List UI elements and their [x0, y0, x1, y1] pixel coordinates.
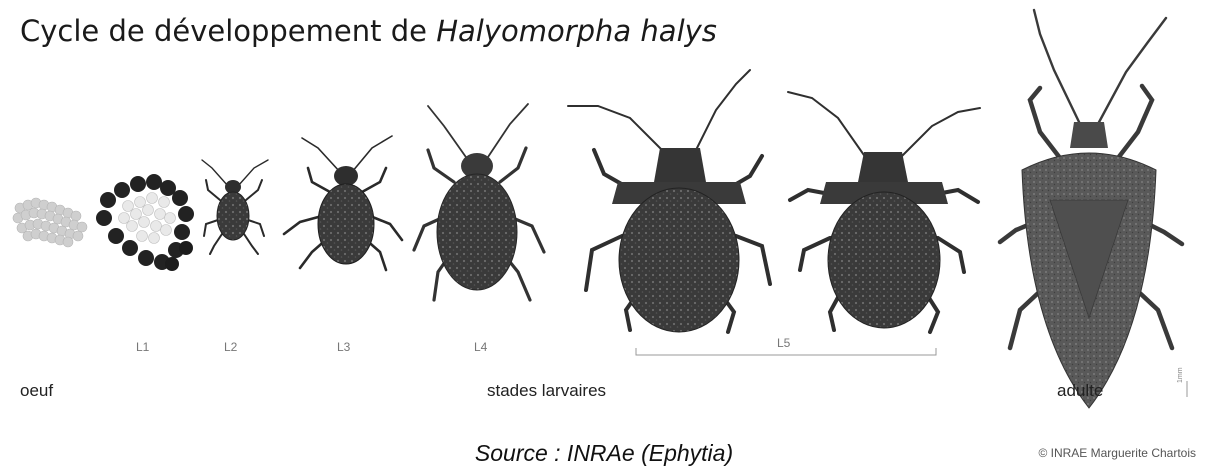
l5-nymph-late [788, 92, 980, 332]
label-l2: L2 [224, 340, 237, 354]
label-larval-stages: stades larvaires [487, 381, 606, 401]
l1-cluster [96, 174, 194, 271]
l2-nymph [202, 160, 268, 254]
label-l3: L3 [337, 340, 350, 354]
image-credit: © INRAE Marguerite Chartois [1038, 446, 1196, 460]
l3-nymph [284, 136, 402, 270]
label-l5: L5 [777, 336, 790, 350]
label-egg: oeuf [20, 381, 53, 401]
label-adult: adulte [1057, 381, 1103, 401]
egg-cluster [13, 198, 87, 247]
label-l1: L1 [136, 340, 149, 354]
l4-nymph [414, 104, 544, 300]
adult-bug [1000, 10, 1182, 408]
l5-nymph-dorsal [568, 70, 770, 332]
source-caption: Source : INRAe (Ephytia) [0, 440, 1208, 467]
scale-label: 1mm [1177, 367, 1184, 383]
label-l4: L4 [474, 340, 487, 354]
